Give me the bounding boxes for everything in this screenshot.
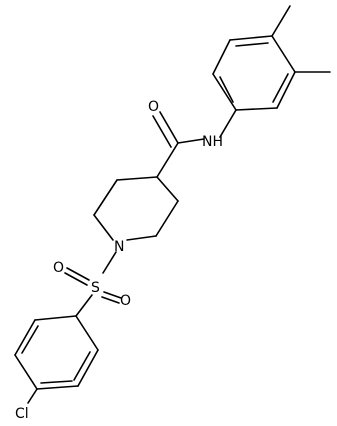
c-cl-bond xyxy=(27,388,38,404)
dimethylphenyl-ring xyxy=(212,35,296,111)
bond xyxy=(14,354,38,390)
sulfonyl-double-bond-left xyxy=(64,272,88,286)
carbonyl-double-bond xyxy=(152,115,172,148)
bond xyxy=(77,349,99,387)
bond xyxy=(34,315,77,321)
bond xyxy=(212,39,231,75)
bond xyxy=(93,179,118,216)
aryl-n-bond xyxy=(219,109,237,138)
chlorine-label: Cl xyxy=(15,406,29,422)
bond xyxy=(126,235,157,241)
double-bond-inner xyxy=(219,76,234,103)
bond xyxy=(235,107,278,111)
sulfonyl-double-bond-right xyxy=(103,291,122,299)
sulfur-label: S xyxy=(91,280,100,296)
amide-nitrogen-label: NH xyxy=(202,134,223,150)
n-s-bond xyxy=(102,251,117,274)
carbonyl-ring-bond xyxy=(156,142,179,178)
carbonyl-oxygen-label: O xyxy=(148,99,159,115)
sulfonyl-oxygen-right-label: O xyxy=(120,293,131,309)
bond xyxy=(36,385,79,390)
bond xyxy=(271,35,296,73)
sulfonyl-oxygen-left-label: O xyxy=(53,260,64,276)
s-aryl-bond xyxy=(75,294,93,317)
bond xyxy=(276,71,296,109)
double-bond-inner xyxy=(235,42,269,47)
sulfonyl-double-bond-right xyxy=(101,296,120,304)
carbonyl-double-bond xyxy=(159,111,179,144)
piperidine-ring xyxy=(93,176,179,241)
bond xyxy=(156,176,179,202)
chlorophenyl-ring xyxy=(14,315,99,390)
bond xyxy=(93,214,114,241)
double-bond-inner xyxy=(40,380,73,384)
bond xyxy=(155,200,179,237)
methyl-bond-top xyxy=(271,5,291,37)
double-bond-inner xyxy=(272,73,289,103)
double-bond-inner xyxy=(73,351,91,381)
bond xyxy=(116,176,158,181)
bond xyxy=(229,35,273,41)
bond xyxy=(14,319,36,356)
piperidine-nitrogen-label: N xyxy=(114,239,124,255)
n-carbonyl-bond xyxy=(177,138,205,144)
double-bond-inner xyxy=(21,325,39,354)
bond xyxy=(212,73,237,111)
sulfonyl-double-bond-left xyxy=(66,267,90,281)
bond xyxy=(75,315,99,351)
